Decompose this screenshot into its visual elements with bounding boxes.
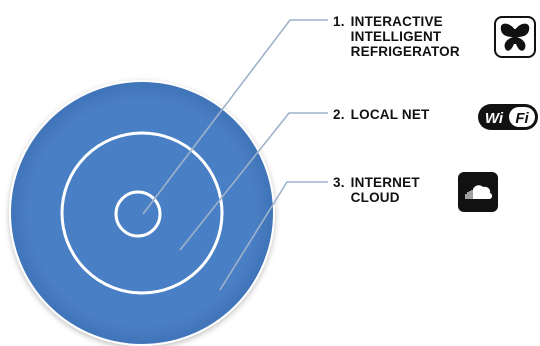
layer-number: 3.: [333, 175, 345, 190]
layer-label-line: CLOUD: [350, 190, 400, 205]
wifi-label-right: Fi: [515, 110, 529, 127]
middle-ring-local-net: [60, 131, 224, 295]
layer-label-line: INTERACTIVE: [350, 14, 443, 29]
wifi-label-left: Wi: [485, 110, 504, 127]
leader-line-2: [179, 112, 328, 251]
butterfly-icon: [494, 16, 536, 58]
layer-label-line: REFRIGERATOR: [350, 44, 460, 59]
layer-label-line: INTERNET: [350, 175, 420, 190]
wifi-icon: Wi Fi: [478, 102, 540, 132]
layer-label-line: LOCAL NET: [350, 107, 430, 122]
leader-line-1: [142, 19, 328, 215]
leader-line-3: [219, 181, 328, 291]
layer-label-local-net: 2. LOCAL NET: [333, 107, 429, 122]
layer-label-refrigerator: 1. INTERACTIVE INTELLIGENT REFRIGERATOR: [333, 14, 460, 59]
outer-ring-internet-cloud: [9, 80, 275, 346]
inner-ring-refrigerator: [114, 190, 162, 238]
layer-label-internet-cloud: 3. INTERNET CLOUD: [333, 175, 420, 205]
layer-label-line: INTELLIGENT: [350, 29, 442, 44]
layer-number: 1.: [333, 14, 345, 29]
layer-number: 2.: [333, 107, 345, 122]
cloud-icon: [458, 172, 498, 212]
